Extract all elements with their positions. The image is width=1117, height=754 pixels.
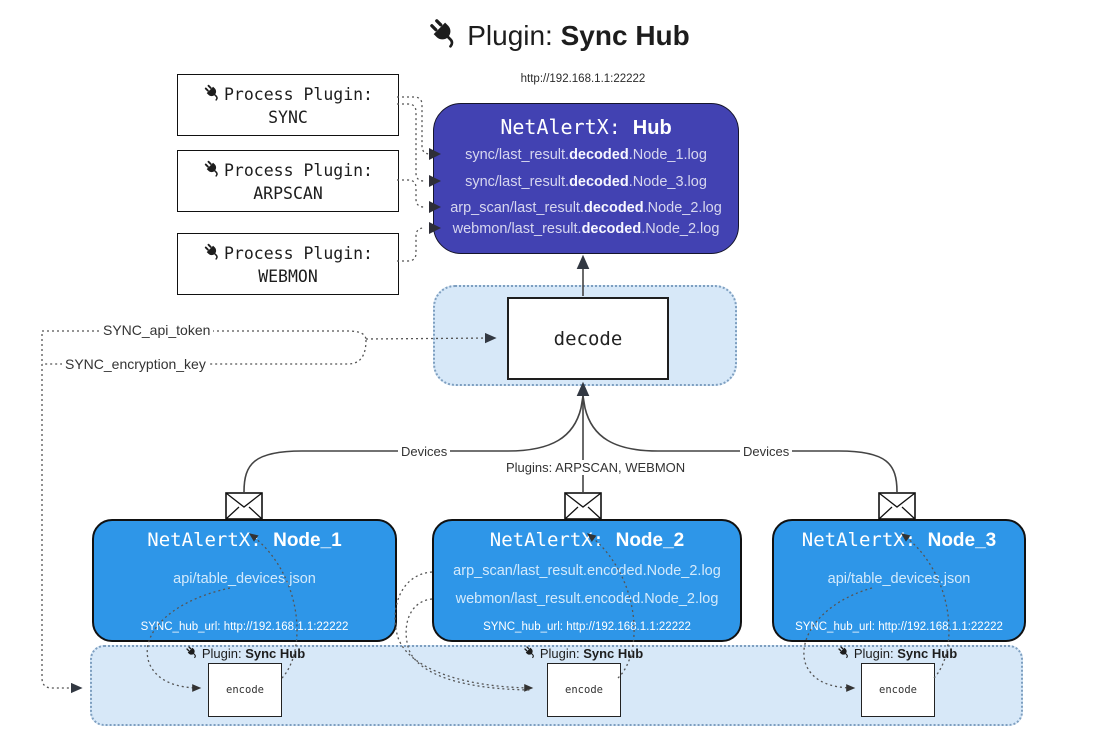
hub-file: arp_scan/last_result.decoded.Node_2.log	[450, 200, 722, 216]
hub-url: http://192.168.1.1:22222	[483, 73, 683, 85]
envelope-icon	[878, 492, 916, 520]
node-file: arp_scan/last_result.encoded.Node_2.log	[453, 563, 721, 579]
plug-icon	[203, 83, 222, 106]
process-plugin-label: Process Plugin:	[223, 85, 373, 104]
encode-label: encode	[879, 684, 917, 696]
decode-box: decode	[507, 297, 669, 380]
process-plugin-arpscan-box: Process Plugin: ARPSCAN	[177, 150, 399, 212]
node-3-box: NetAlertX: Node_3 api/table_devices.json…	[772, 519, 1026, 642]
process-plugin-name: WEBMON	[258, 267, 318, 286]
node-file: api/table_devices.json	[827, 571, 971, 587]
plug-icon	[523, 645, 537, 662]
process-plugin-webmon-box: Process Plugin: WEBMON	[177, 233, 399, 295]
node-hub-url: SYNC_hub_url: http://192.168.1.1:22222	[795, 621, 1003, 633]
sync-encryption-key-label: SYNC_encryption_key	[62, 356, 209, 372]
encode-plugin-label: Plugin: Sync Hub	[493, 645, 673, 662]
hub-title: NetAlertX: Hub	[500, 115, 672, 139]
node-title: NetAlertX: Node_2	[489, 529, 685, 551]
node-file: webmon/last_result.encoded.Node_2.log	[455, 591, 719, 607]
encode-label: encode	[565, 684, 603, 696]
process-plugin-label: Process Plugin:	[223, 244, 373, 263]
process-plugin-name: ARPSCAN	[253, 184, 323, 203]
page-title-text: Plugin: Sync Hub	[467, 19, 690, 51]
hub-file: sync/last_result.decoded.Node_3.log	[465, 174, 707, 190]
plug-icon	[837, 645, 851, 662]
encode-box: encode	[861, 663, 935, 717]
node-hub-url: SYNC_hub_url: http://192.168.1.1:22222	[140, 621, 349, 633]
plug-icon	[427, 16, 461, 55]
devices-right-label: Devices	[740, 444, 793, 459]
node-title: NetAlertX: Node_1	[147, 529, 342, 551]
plug-icon	[203, 159, 222, 182]
plug-icon	[185, 645, 199, 662]
hub-box: NetAlertX: Hub sync/last_result.decoded.…	[433, 103, 739, 254]
devices-left-label: Devices	[398, 444, 451, 459]
encode-plugin-label: Plugin: Sync Hub	[807, 645, 987, 662]
process-plugin-name: SYNC	[268, 108, 308, 127]
sync-api-token-label: SYNC_api_token	[100, 322, 214, 338]
process-plugin-label: Process Plugin:	[223, 161, 373, 180]
envelope-icon	[225, 492, 263, 520]
node-file: api/table_devices.json	[173, 571, 316, 587]
process-plugin-sync-box: Process Plugin: SYNC	[177, 74, 399, 136]
envelope-icon	[564, 492, 602, 520]
node-title: NetAlertX: Node_3	[801, 529, 997, 551]
encode-label: encode	[226, 684, 264, 696]
decode-label: decode	[553, 327, 623, 350]
plugin-to-hub-dotted	[397, 96, 431, 262]
encode-box: encode	[547, 663, 621, 717]
encode-box: encode	[208, 663, 282, 717]
plug-icon	[203, 242, 222, 265]
page-title: Plugin: Sync Hub	[0, 16, 1117, 55]
hub-file: webmon/last_result.decoded.Node_2.log	[452, 221, 720, 237]
hub-file: sync/last_result.decoded.Node_1.log	[465, 147, 707, 163]
plugins-center-label: Plugins: ARPSCAN, WEBMON	[503, 460, 689, 475]
node-2-box: NetAlertX: Node_2 arp_scan/last_result.e…	[432, 519, 742, 642]
encode-plugin-label: Plugin: Sync Hub	[155, 645, 335, 662]
node-hub-url: SYNC_hub_url: http://192.168.1.1:22222	[483, 621, 691, 633]
node-1-box: NetAlertX: Node_1 api/table_devices.json…	[92, 519, 397, 642]
